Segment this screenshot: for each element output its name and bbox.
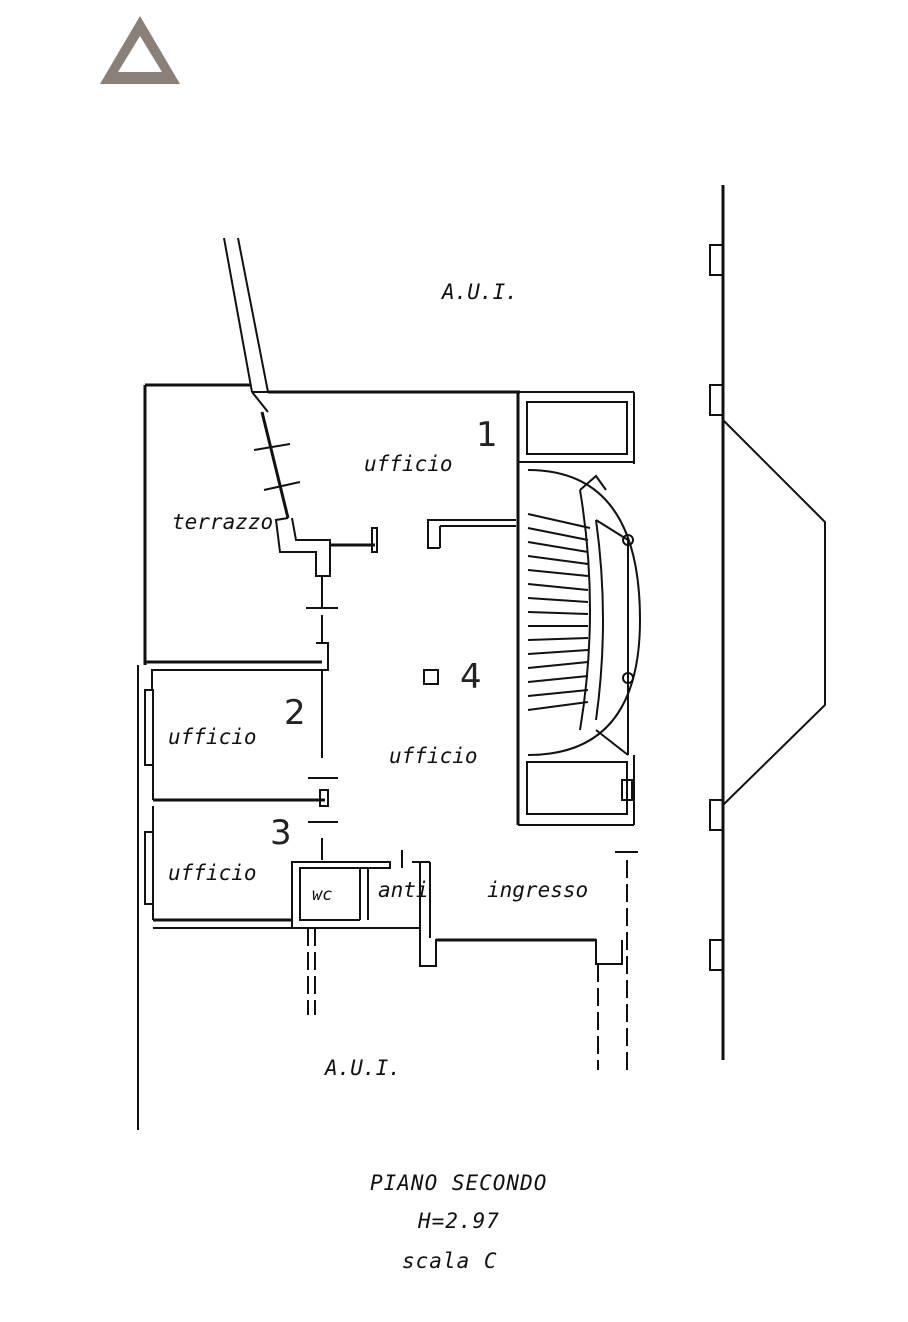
room-label-ufficio-2: ufficio: [168, 725, 257, 749]
exterior-walls: [137, 237, 638, 1130]
room-number-4: 4: [460, 657, 482, 697]
stairwell: [516, 391, 642, 826]
caption-height: H=2.97: [417, 1209, 500, 1233]
room-label-ingresso: ingresso: [487, 878, 588, 902]
room-label-wc: wc: [312, 885, 332, 905]
neighbor-building-outline: [709, 185, 826, 1060]
room-number-2: 2: [284, 693, 306, 733]
logo-icon: [100, 16, 180, 84]
caption-floor: PIANO SECONDO: [370, 1171, 547, 1195]
room-label-terrazzo: terrazzo: [172, 510, 273, 534]
room-label-ufficio-3: ufficio: [168, 861, 257, 885]
room-number-3: 3: [270, 813, 292, 853]
room-number-1: 1: [476, 415, 498, 455]
room-label-anti: anti: [378, 878, 429, 902]
caption-scale: scala C: [402, 1249, 498, 1273]
adjacent-unit-label-top: A.U.I.: [440, 280, 518, 304]
internal-wall: [423, 519, 516, 685]
room-label-ufficio-1: ufficio: [364, 452, 453, 476]
room-label-ufficio-4: ufficio: [389, 744, 478, 768]
adjacent-unit-label-bottom: A.U.I.: [323, 1056, 401, 1080]
